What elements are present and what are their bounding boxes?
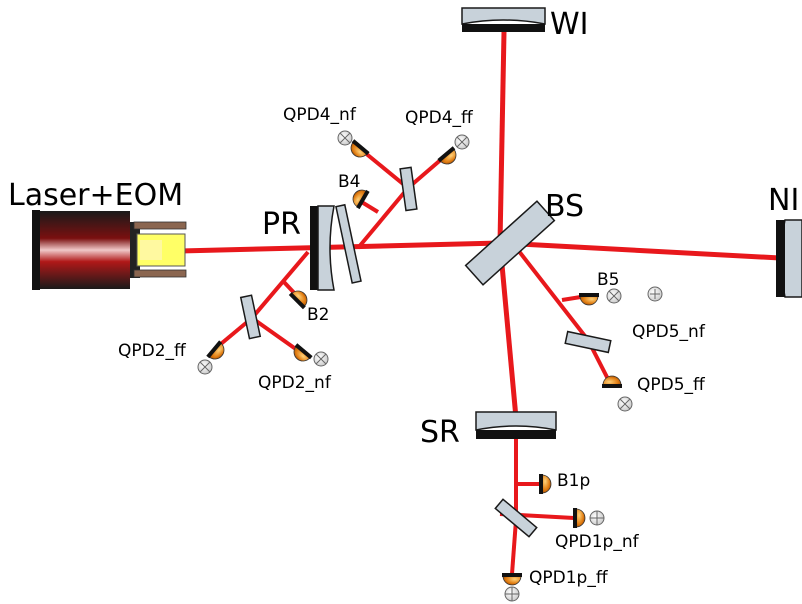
- b5-photodiode: [579, 293, 599, 306]
- sr-label: SR: [420, 415, 460, 450]
- qpd5-nf-label: QPD5_nf: [632, 322, 706, 342]
- qpd5-nf-quadrant: [606, 288, 622, 304]
- qpd1p-nf-label: QPD1p_nf: [555, 532, 640, 552]
- wi-mirror: [461, 7, 546, 32]
- qpd4-nf-quadrant: [337, 130, 353, 146]
- main-beams: [179, 31, 781, 575]
- b5-label: B5: [597, 270, 619, 290]
- qpd1p-ff-quadrant: [504, 586, 520, 602]
- pickoff-plate-1p: [494, 498, 538, 538]
- pickoff-plate-4: [399, 166, 418, 212]
- b1p-photodiode: [539, 474, 552, 494]
- qpd1p-ff-detector: [502, 573, 522, 586]
- qpd4-ff-detector: [437, 146, 457, 165]
- pickoff-plate-5: [564, 330, 612, 354]
- bs-label: BS: [545, 189, 584, 224]
- pickoff-plate-2: [239, 294, 262, 340]
- pr-mirror: [310, 203, 362, 291]
- laser-eom: [32, 210, 187, 290]
- qpd2-nf-label: QPD2_nf: [258, 373, 332, 393]
- laser-label: Laser+EOM: [8, 178, 183, 213]
- sr-mirror: [475, 411, 557, 439]
- b4-label: B4: [338, 172, 360, 192]
- qpd5-ff-quadrant: [617, 396, 633, 412]
- pr-label: PR: [262, 207, 301, 242]
- qpd4-nf-label: QPD4_nf: [283, 105, 357, 125]
- qpd2-nf-detector: [293, 343, 313, 362]
- ni-mirror: [776, 219, 802, 298]
- qpd5-ff-detector: [602, 375, 622, 388]
- qpd2-ff-label: QPD2_ff: [118, 341, 187, 361]
- qpd5-ff-label: QPD5_ff: [637, 375, 706, 395]
- b2-label: B2: [307, 305, 329, 325]
- qpd1p-nf-quadrant: [589, 510, 605, 526]
- qpd4-ff-label: QPD4_ff: [405, 108, 474, 128]
- b4-photodiode: [352, 189, 370, 210]
- ni-label: NI: [768, 183, 799, 218]
- wi-label: WI: [550, 7, 589, 42]
- b1p-label: B1p: [557, 471, 590, 491]
- qpd2-ff-detector: [206, 340, 225, 360]
- qpd2-nf-quadrant: [313, 351, 329, 367]
- b2-photodiode: [288, 290, 308, 310]
- qpd1p-nf-detector: [573, 508, 586, 528]
- beam-splitter: [464, 200, 556, 286]
- qpd5-nf-quadrant-2: [647, 286, 663, 302]
- qpd4-ff-quadrant: [454, 134, 470, 150]
- qpd4-nf-detector: [350, 139, 370, 158]
- qpd1p-ff-label: QPD1p_ff: [529, 568, 609, 588]
- qpd2-ff-quadrant: [197, 359, 213, 375]
